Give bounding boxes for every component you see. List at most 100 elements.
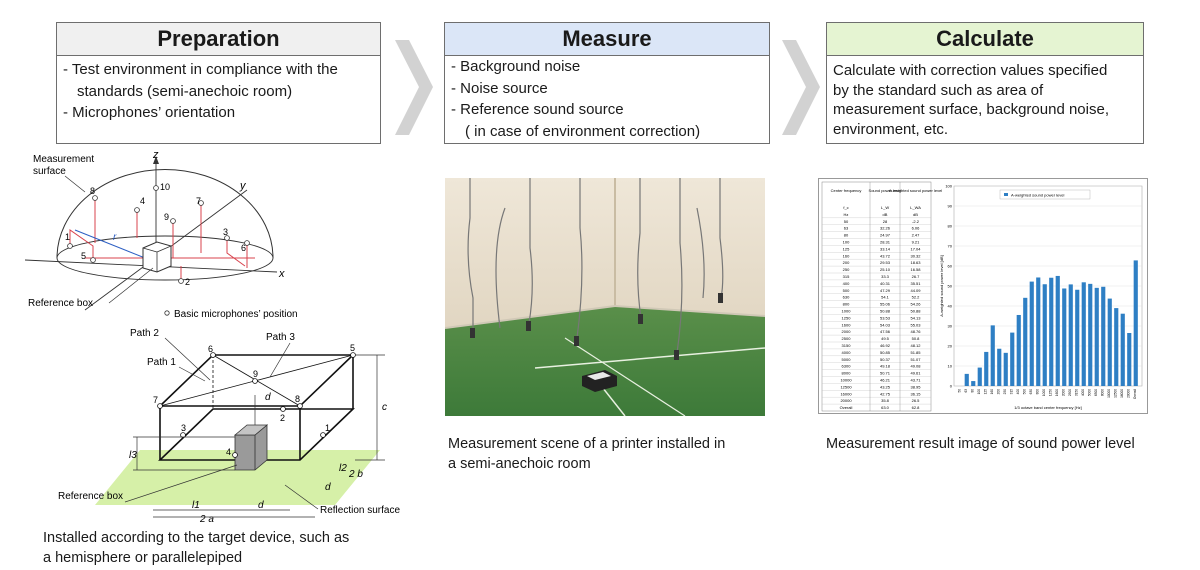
bar [1016, 314, 1021, 386]
point-label-2: 2 [280, 413, 285, 423]
table-cell: 2000 [842, 329, 852, 334]
x-tick-label: 5000 [1087, 389, 1091, 396]
table-cell: 44.09 [910, 288, 921, 293]
x-tick-label: 20000 [1126, 389, 1130, 398]
table-cell: 5000 [842, 357, 852, 362]
bar [1068, 284, 1073, 386]
bar [1114, 308, 1119, 386]
point-label-1: 1 [325, 423, 330, 433]
point-label-9: 9 [253, 369, 258, 379]
table-cell: 43.72 [880, 253, 891, 258]
measure-line-1: - Background noise [451, 58, 581, 75]
table-cell: 16.58 [910, 267, 921, 272]
bar [1127, 333, 1132, 386]
point-label-6: 6 [208, 344, 213, 354]
table-cell: 50.85 [880, 350, 891, 355]
x-tick-label: 16000 [1120, 389, 1124, 398]
table-subheader: L_WA [910, 205, 921, 210]
bar [1088, 283, 1093, 386]
preparation-line-3: - Microphones’ orientation [63, 104, 236, 121]
table-cell: 100 [843, 240, 850, 245]
measure-line-4: ( in case of environment correction) [465, 122, 701, 140]
d-label-right: d [325, 482, 331, 493]
parallelepiped-diagram: 1 2 3 4 5 6 7 8 9 Path 1 Path 2 Path 3 d… [58, 328, 400, 525]
table-cell: 30.32 [910, 253, 921, 258]
bar [1101, 286, 1106, 386]
bar [1042, 284, 1047, 386]
table-cell: 12500 [840, 384, 852, 389]
table-cell: 33.3 [881, 274, 890, 279]
y-tick-label: 90 [948, 204, 953, 209]
x-tick-label: 250 [1003, 389, 1007, 395]
table-cell: 1600 [842, 322, 852, 327]
x-tick-label: 80 [970, 389, 974, 393]
table-cell: 315 [843, 274, 850, 279]
calculate-title: Calculate [827, 23, 1143, 56]
table-cell: 49.5 [881, 336, 890, 341]
reference-box-label-2: Reference box [58, 491, 123, 502]
x-tick-label: 3150 [1074, 389, 1078, 396]
table-cell: 55.06 [880, 302, 891, 307]
table-cell: 53.53 [880, 315, 891, 320]
legend-label: A-weighted sound power level [1011, 193, 1064, 198]
mic-label-2: 2 [185, 277, 190, 287]
table-cell: 2500 [842, 336, 852, 341]
bar [990, 325, 995, 386]
table-cell: 50 [844, 219, 849, 224]
table-cell: 43.25 [880, 384, 891, 389]
bar [1003, 352, 1008, 386]
arrow-right-icon [395, 40, 433, 135]
table-cell: 50.37 [880, 357, 891, 362]
y-tick-label: 60 [948, 264, 953, 269]
bar [964, 373, 969, 386]
table-cell: 54.03 [880, 322, 891, 327]
y-tick-label: 100 [945, 184, 952, 189]
calculate-line-2: by the standard such as area of [833, 81, 1044, 99]
mic-legend-icon [164, 310, 170, 316]
table-subheader: dB [883, 212, 888, 217]
semi-anechoic-room-photo [445, 178, 765, 416]
radius-label: r [113, 232, 117, 243]
table-cell: 3150 [842, 343, 852, 348]
table-cell: 51.85 [910, 350, 921, 355]
bar [1055, 275, 1060, 386]
table-cell: 1000 [842, 309, 852, 314]
table-cell: 160 [843, 253, 850, 258]
table-cell: 33.14 [880, 246, 891, 251]
table-cell: 200 [843, 260, 850, 265]
table-cell: 63 [844, 226, 849, 231]
x-tick-label: 2000 [1061, 389, 1065, 396]
mic-label-3: 3 [223, 227, 228, 237]
table-cell: 17.04 [910, 246, 921, 251]
table-cell: 46.92 [880, 343, 891, 348]
table-cell: 50.8 [912, 336, 921, 341]
table-header: Sound power level [869, 188, 902, 193]
table-cell: 20000 [840, 398, 852, 403]
y-tick-label: 30 [948, 324, 953, 329]
bar [1036, 277, 1041, 386]
x-axis-label: 1/3 octave band center frequency [Hz] [1014, 405, 1082, 410]
bar [971, 381, 976, 386]
table-cell: 55.03 [910, 322, 921, 327]
table-cell: 51.07 [910, 357, 921, 362]
table-cell: 6.06 [912, 226, 921, 231]
mic-label-8: 8 [90, 186, 95, 196]
table-cell: 10000 [840, 378, 852, 383]
x-tick-label: 1000 [1042, 389, 1046, 396]
a2-label: 2 a [199, 514, 214, 525]
table-cell: 6300 [842, 364, 852, 369]
mic-label-10: 10 [160, 182, 170, 192]
table-cell: 400 [843, 281, 850, 286]
table-cell: 48.76 [910, 329, 921, 334]
table-cell: 24.97 [880, 233, 891, 238]
left-caption-line-2: a hemisphere or parallelepiped [43, 550, 243, 566]
table-subheader: Hz [844, 212, 849, 217]
bar [977, 367, 982, 386]
left-caption-line-1: Installed according to the target device… [43, 530, 350, 546]
table-cell: 54.1 [881, 295, 890, 300]
table-cell: 26.7 [912, 274, 921, 279]
right-caption: Measurement result image of sound power … [826, 436, 1135, 452]
x-tick-label: 800 [1035, 389, 1039, 395]
